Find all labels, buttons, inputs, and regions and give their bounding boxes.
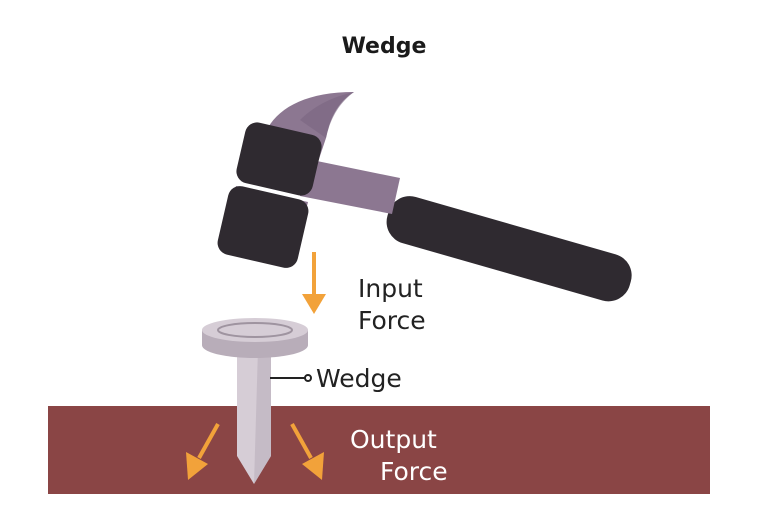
arrow-down-icon xyxy=(302,252,326,314)
diagram-title: Wedge xyxy=(342,34,427,59)
arrow-down-left-icon xyxy=(186,423,220,480)
nail-icon xyxy=(202,318,308,484)
wedge-label: Wedge xyxy=(316,364,402,393)
output-force-label-line2: Force xyxy=(380,457,448,486)
input-force-label-line2: Force xyxy=(358,306,426,335)
hammer-icon xyxy=(217,92,632,302)
wedge-callout-dot xyxy=(304,374,312,382)
ground xyxy=(48,406,710,494)
output-force-label-line1: Output xyxy=(350,425,437,454)
input-force-label-line1: Input xyxy=(358,274,423,303)
arrow-down-right-icon xyxy=(290,423,324,480)
